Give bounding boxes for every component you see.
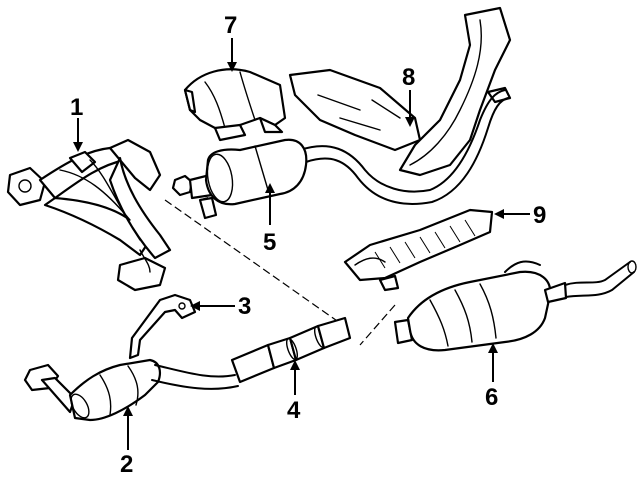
callout-3: 3 [238, 293, 251, 320]
callout-4: 4 [287, 397, 301, 424]
exhaust-manifold [6, 138, 172, 292]
intermediate-pipe [230, 316, 352, 384]
callout-6: 6 [485, 384, 498, 411]
callout-9: 9 [533, 202, 546, 229]
front-heat-shield [183, 68, 287, 142]
leader-lines [73, 38, 530, 450]
callout-8: 8 [402, 64, 415, 91]
catalytic-converter [23, 358, 239, 422]
center-heat-shield [288, 6, 512, 205]
rear-muffler [393, 260, 637, 352]
callout-1: 1 [70, 94, 83, 121]
callout-5: 5 [263, 229, 276, 256]
callout-2: 2 [120, 451, 133, 478]
exhaust-bracket [128, 293, 197, 360]
front-muffler [171, 138, 308, 220]
callout-7: 7 [224, 12, 237, 39]
rear-heat-shield [343, 208, 494, 292]
